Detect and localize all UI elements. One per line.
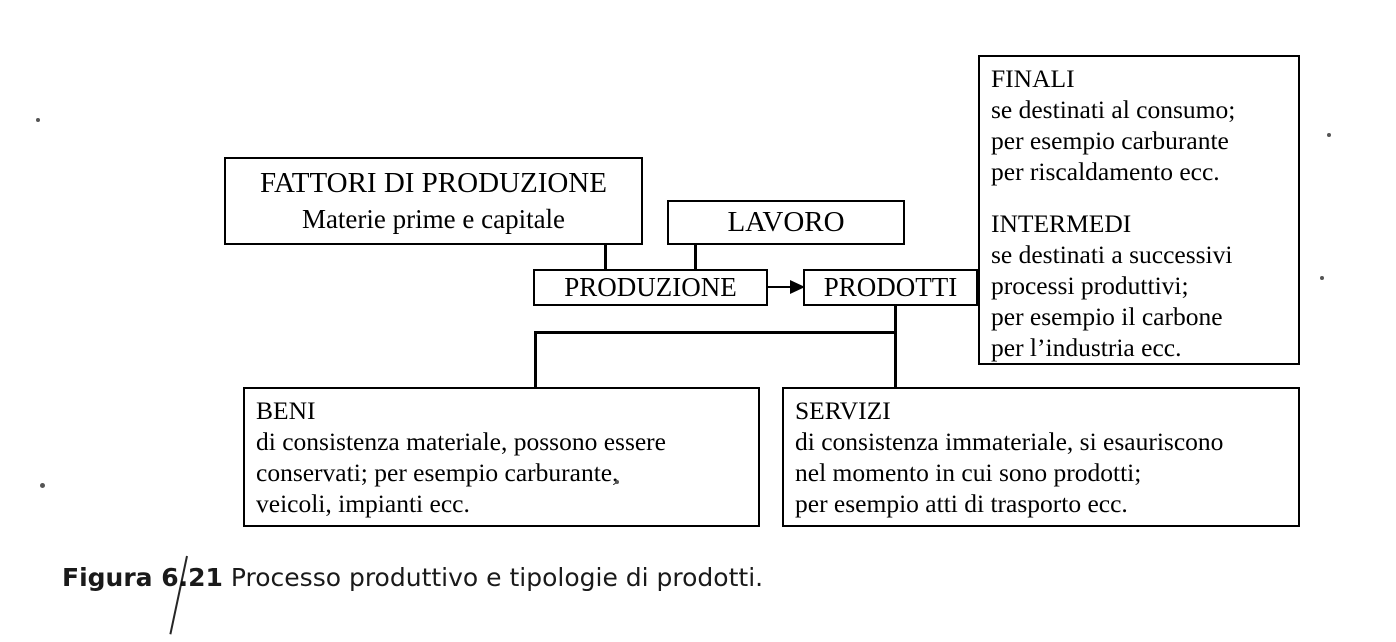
- finali-line-2: per esempio carburante: [991, 125, 1229, 155]
- node-lavoro-title: LAVORO: [727, 205, 845, 238]
- arrow-head-icon: [790, 280, 805, 294]
- group-finali: FINALI se destinati al consumo; per esem…: [991, 64, 1298, 187]
- intermedi-line-4: per l’industria ecc.: [991, 332, 1182, 362]
- node-fattori-di-produzione: FATTORI DI PRODUZIONE Materie prime e ca…: [224, 157, 643, 245]
- node-lavoro: LAVORO: [667, 200, 905, 245]
- beni-line-1: di consistenza materiale, possono essere: [256, 426, 666, 456]
- intermedi-line-2: processi produttivi;: [991, 271, 1189, 301]
- scan-speck-artifact: [1327, 133, 1331, 137]
- intermedi-line-3: per esempio il carbone: [991, 301, 1223, 331]
- scan-speck-artifact: [615, 480, 619, 484]
- servizi-title: SERVIZI: [795, 396, 891, 425]
- connector-fattori-to-produzione: [604, 244, 607, 271]
- figure-caption-label: Figura 6.21: [62, 563, 223, 592]
- connector-bracket-to-beni: [534, 331, 537, 388]
- scan-speck-artifact: [36, 118, 40, 122]
- intermedi-title: INTERMEDI: [991, 209, 1132, 239]
- node-beni: BENI di consistenza materiale, possono e…: [243, 387, 760, 527]
- group-intermedi: INTERMEDI se destinati a successivi proc…: [991, 209, 1298, 363]
- servizi-line-2: nel momento in cui sono prodotti;: [795, 457, 1142, 487]
- finali-title: FINALI: [991, 64, 1075, 93]
- node-prodotti: PRODOTTI: [803, 269, 978, 306]
- finali-line-3: per riscaldamento ecc.: [991, 156, 1220, 186]
- beni-line-2: conservati; per esempio carburante,: [256, 457, 619, 487]
- beni-title: BENI: [256, 396, 316, 425]
- figure-caption: Figura 6.21 Processo produttivo e tipolo…: [62, 563, 763, 592]
- node-tipologie-prodotti: FINALI se destinati al consumo; per esem…: [978, 55, 1300, 365]
- beni-line-3: veicoli, impianti ecc.: [256, 488, 470, 518]
- servizi-line-1: di consistenza immateriale, si esaurisco…: [795, 426, 1224, 456]
- figure-caption-text: Processo produttivo e tipologie di prodo…: [222, 563, 764, 592]
- node-fattori-title: FATTORI DI PRODUZIONE: [260, 167, 607, 200]
- node-servizi: SERVIZI di consistenza immateriale, si e…: [782, 387, 1300, 527]
- node-fattori-subtitle: Materie prime e capitale: [301, 204, 566, 235]
- intermedi-line-1: se destinati a successivi: [991, 240, 1233, 270]
- scan-speck-artifact: [1320, 276, 1324, 280]
- connector-prodotti-to-servizi: [894, 305, 897, 388]
- connector-lavoro-to-produzione: [694, 244, 697, 271]
- node-produzione: PRODUZIONE: [533, 269, 768, 306]
- node-prodotti-title: PRODOTTI: [823, 272, 958, 303]
- servizi-line-3: per esempio atti di trasporto ecc.: [795, 488, 1128, 518]
- node-produzione-title: PRODUZIONE: [564, 272, 737, 303]
- scan-speck-artifact: [40, 483, 45, 488]
- finali-line-1: se destinati al consumo;: [991, 94, 1236, 124]
- connector-produzione-to-prodotti: [768, 286, 804, 288]
- connector-bracket-horizontal: [534, 331, 896, 334]
